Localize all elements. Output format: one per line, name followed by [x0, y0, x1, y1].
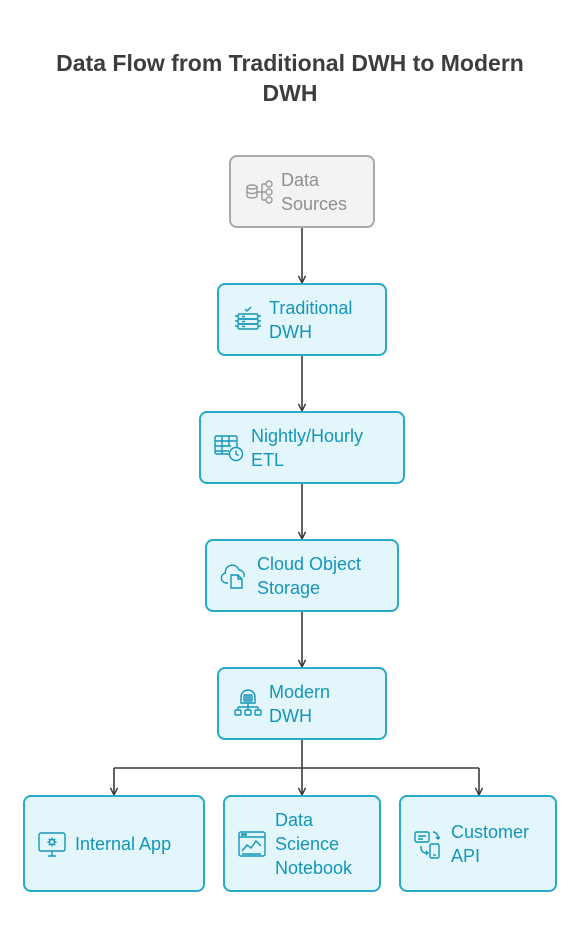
- cloud-storage-node[interactable]: Cloud Object Storage: [205, 539, 399, 612]
- traditional-dwh-label-2: DWH: [269, 321, 312, 342]
- network-database-icon: [231, 688, 265, 720]
- notebook-node[interactable]: Data Science Notebook: [223, 795, 381, 892]
- traditional-dwh-node[interactable]: Traditional DWH: [217, 283, 387, 356]
- notebook-label-2: Science: [275, 833, 340, 854]
- customer-api-label-2: API: [451, 845, 481, 866]
- internal-app-label: Internal App: [75, 833, 172, 854]
- title-line-1: Data Flow from Traditional DWH to Modern: [56, 50, 524, 76]
- table-clock-icon: [211, 432, 247, 464]
- modern-dwh-node[interactable]: Modern DWH: [217, 667, 387, 740]
- customer-api-label-1: Customer: [451, 821, 530, 842]
- database-schema-icon: [243, 177, 277, 207]
- traditional-dwh-label-1: Traditional: [269, 297, 353, 318]
- etl-label-1: Nightly/Hourly: [251, 425, 364, 446]
- etl-node[interactable]: Nightly/Hourly ETL: [199, 411, 405, 484]
- internal-app-node[interactable]: Internal App: [23, 795, 205, 892]
- etl-label-2: ETL: [251, 449, 285, 470]
- server-rack-icon: [231, 305, 265, 335]
- modern-dwh-label-2: DWH: [269, 705, 312, 726]
- cloud-file-icon: [217, 560, 253, 592]
- diagram-title: Data Flow from Traditional DWH to Modern…: [0, 48, 580, 108]
- modern-dwh-label-1: Modern: [269, 681, 331, 702]
- data-sources-label-1: Data: [281, 169, 320, 190]
- data-sources-label-2: Sources: [281, 193, 348, 214]
- cloud-storage-label-1: Cloud Object: [257, 553, 362, 574]
- cloud-storage-label-2: Storage: [257, 577, 321, 598]
- customer-api-node[interactable]: Customer API: [399, 795, 557, 892]
- chart-window-icon: [235, 828, 269, 860]
- data-sources-node[interactable]: Data Sources: [229, 155, 375, 228]
- monitor-gear-icon: [35, 828, 69, 860]
- notebook-label-3: Notebook: [275, 857, 353, 878]
- devices-sync-icon: [411, 827, 445, 861]
- title-line-2: DWH: [262, 80, 318, 106]
- notebook-label-1: Data: [275, 809, 314, 830]
